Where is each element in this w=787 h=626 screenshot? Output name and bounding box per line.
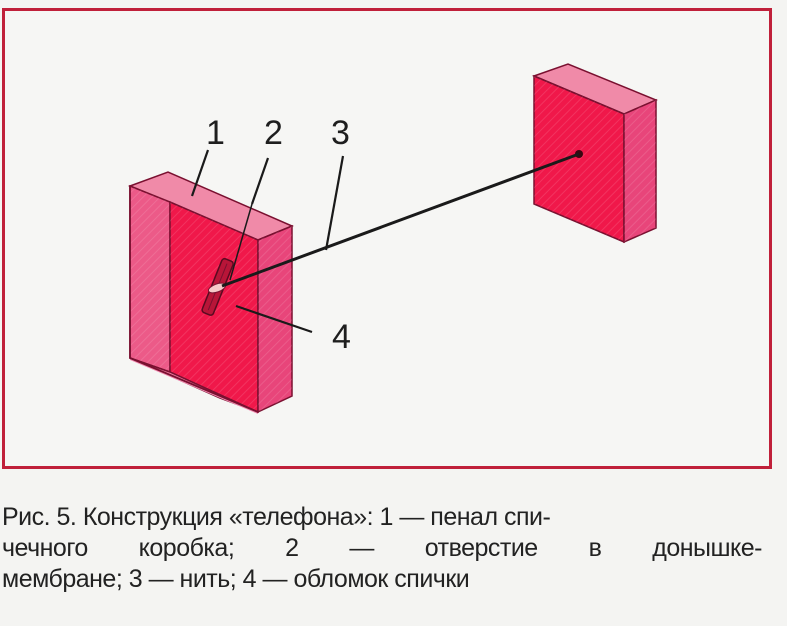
caption-line-3: мембране; 3 — нить; 4 — обломок спички — [2, 565, 470, 593]
left-matchbox-tray — [127, 171, 294, 414]
leader-4 — [235, 304, 313, 334]
leader-1 — [190, 149, 210, 197]
thread — [221, 152, 580, 288]
leader-2-extension — [229, 203, 253, 281]
figure-caption: Рис. 5. Конструкция «телефона»: 1 — пена… — [2, 502, 763, 595]
label-4: 4 — [332, 318, 351, 356]
label-1: 1 — [206, 114, 225, 152]
label-3: 3 — [331, 114, 350, 152]
leader-2 — [250, 157, 270, 205]
label-2: 2 — [264, 114, 283, 152]
telephone-diagram: 1 2 3 4 — [127, 63, 658, 414]
leader-lines — [190, 149, 345, 334]
caption-line-2: чечного коробка; 2 — отверстие в донышке… — [2, 534, 763, 562]
caption-line-1: Рис. 5. Конструкция «телефона»: 1 — пена… — [2, 503, 551, 531]
leader-3 — [324, 155, 345, 251]
right-matchbox-tray — [531, 63, 658, 244]
